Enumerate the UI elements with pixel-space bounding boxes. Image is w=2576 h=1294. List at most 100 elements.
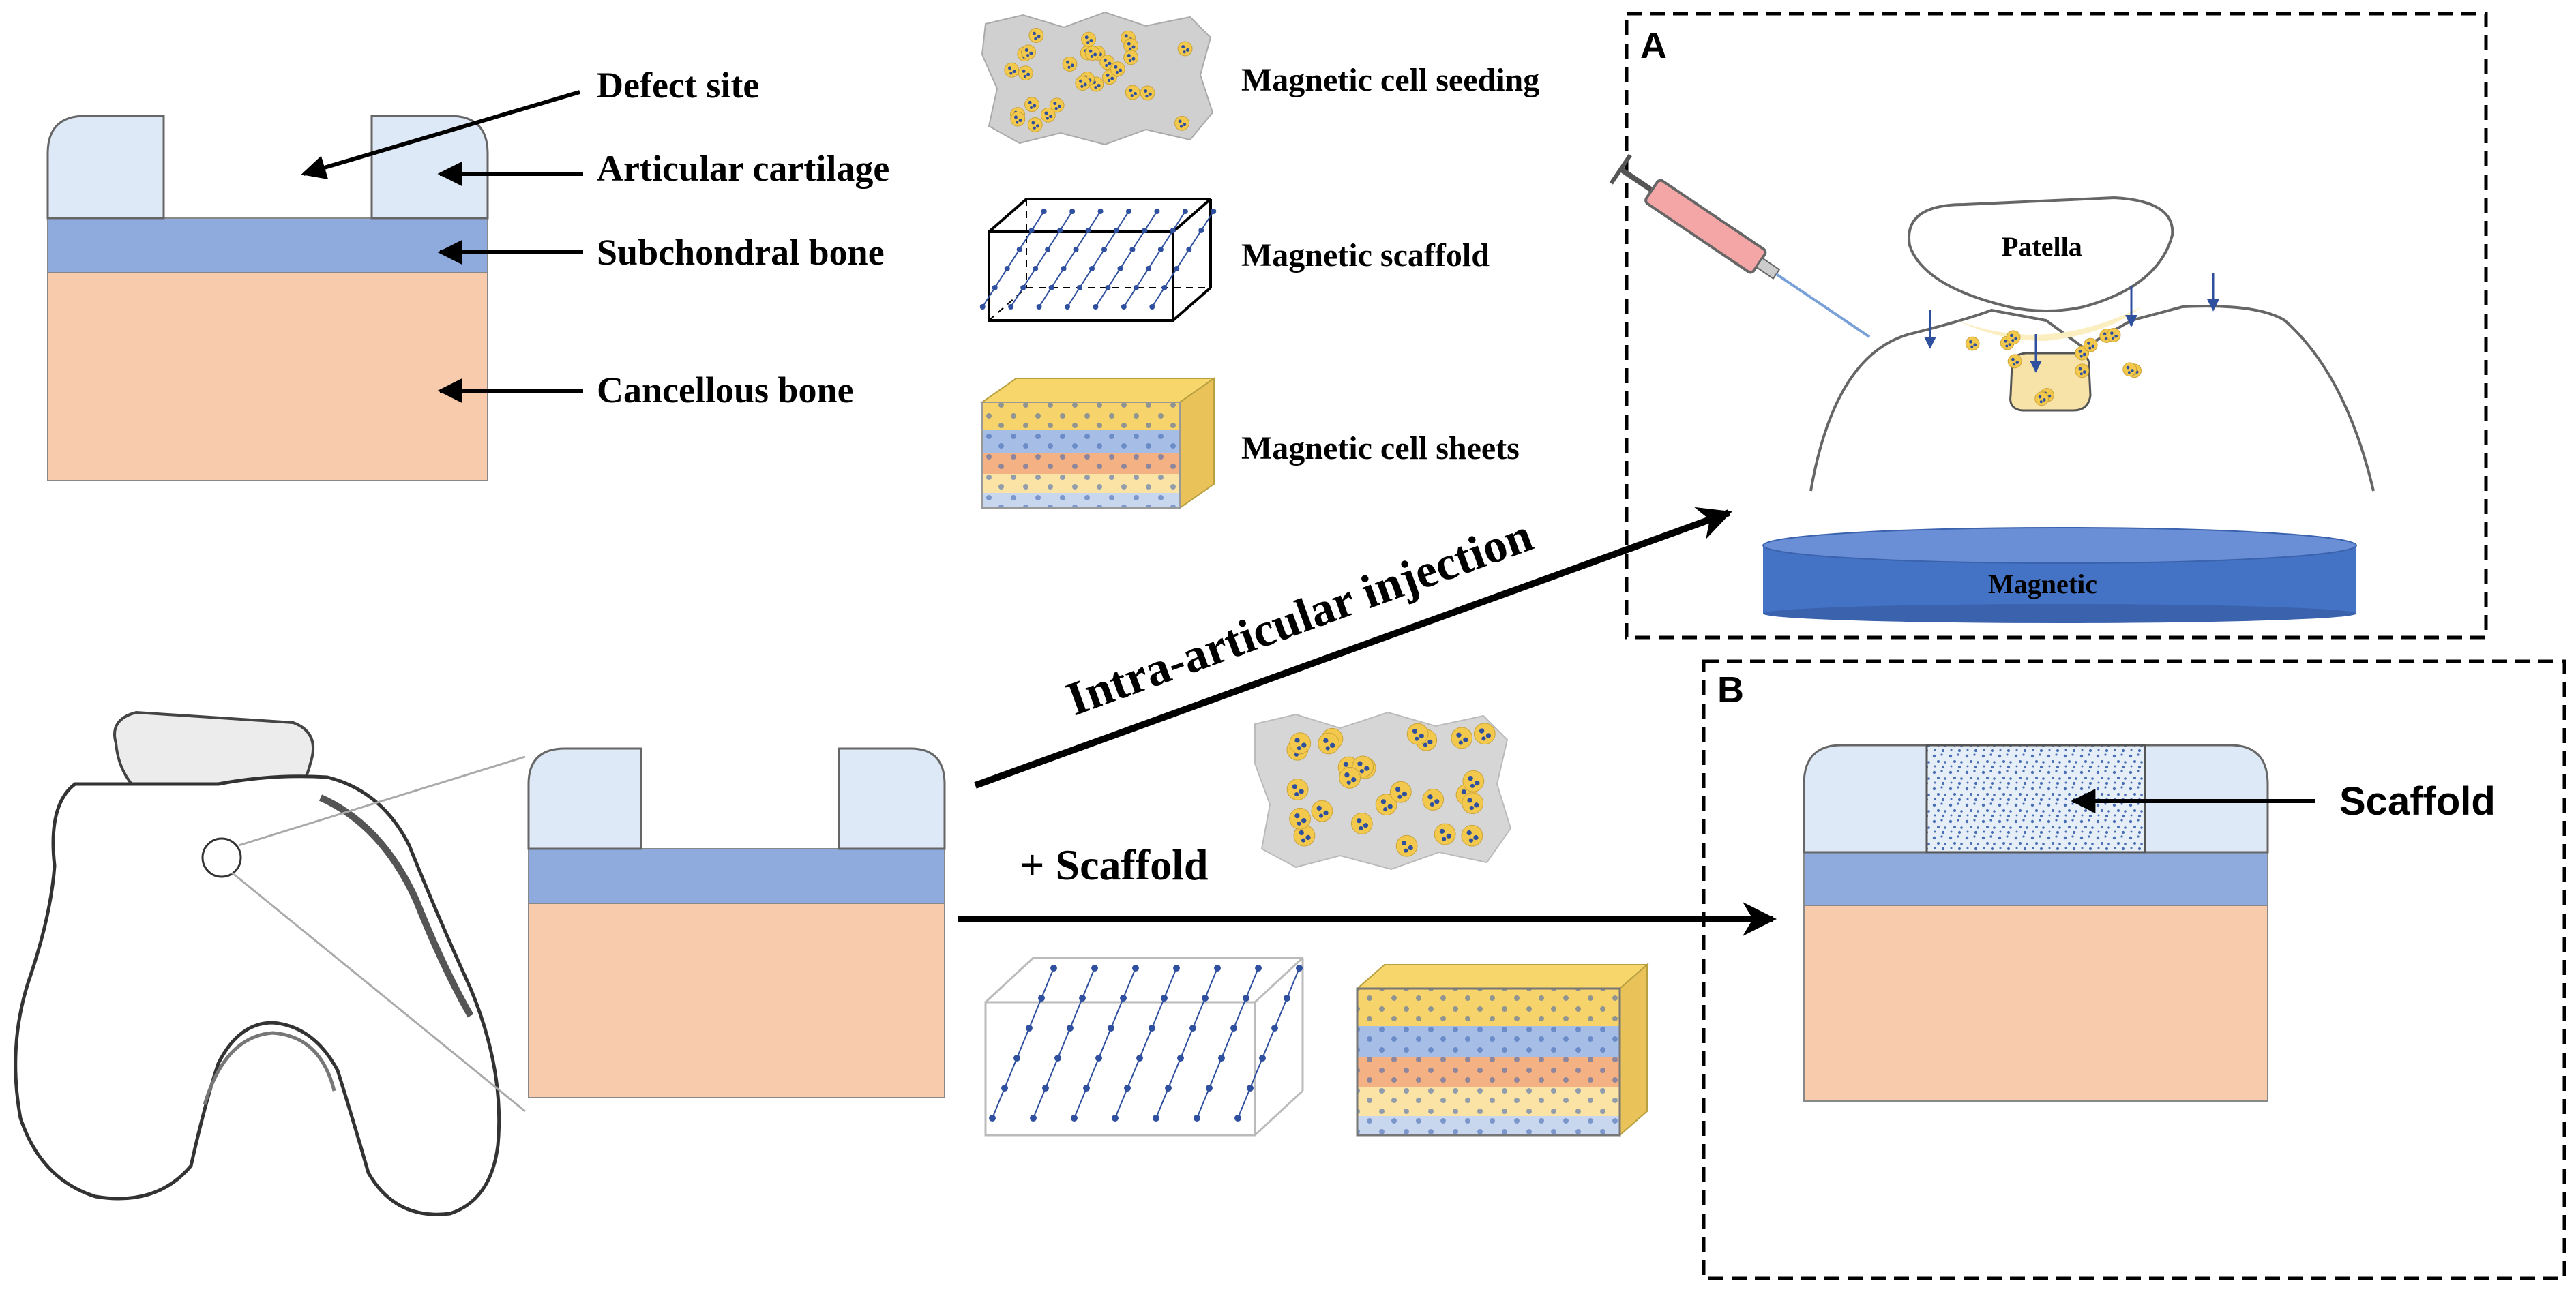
magnetic-fiber xyxy=(1149,209,1217,310)
magnetic-cell xyxy=(1049,97,1065,113)
magnetic-cell xyxy=(1406,723,1429,745)
defect-site-arrow xyxy=(301,90,580,180)
magnet-label: Magnetic xyxy=(1988,569,2097,599)
magnetic-cell xyxy=(1123,38,1139,54)
magnetic-cell xyxy=(1289,732,1312,755)
label-subchondral-bone: Subchondral bone xyxy=(597,232,885,273)
magnetic-fiber xyxy=(1071,965,1139,1122)
magnetic-cell xyxy=(1125,85,1140,100)
magnetic-cell xyxy=(1318,732,1339,755)
magnetic-cell xyxy=(1123,50,1139,65)
magnetic-cell xyxy=(1021,44,1037,60)
cross-section-middle xyxy=(527,747,946,1098)
magnetic-cell xyxy=(1286,779,1309,800)
zoom-line-bottom xyxy=(231,871,526,1113)
legend-cell-seeding: Magnetic cell seeding xyxy=(1241,62,1539,98)
magnetic-fiber xyxy=(979,209,1047,310)
magnetic-cell xyxy=(2006,330,2021,345)
legend-cell-sheets: Magnetic cell sheets xyxy=(1241,430,1520,466)
cell-seeding-image xyxy=(1254,711,1512,871)
magnetic-cell xyxy=(1177,41,1193,57)
magnetic-cell xyxy=(1395,834,1418,857)
magnetic-cell xyxy=(1010,111,1026,127)
magnetic-cell xyxy=(1422,789,1445,811)
zoom-line-top xyxy=(238,755,526,847)
magnetic-cell xyxy=(1062,57,1078,72)
scaffold-route-label: + Scaffold xyxy=(1020,841,1208,889)
magnetic-fiber xyxy=(989,965,1057,1122)
knee-drawing xyxy=(14,710,501,1216)
magnetic-cell xyxy=(1339,766,1361,789)
injection-route-label: Intra-articular injection xyxy=(1060,509,1539,726)
magnetic-cell xyxy=(2075,363,2090,378)
magnetic-fiber xyxy=(1093,209,1160,310)
scaffold-label: Scaffold xyxy=(2339,779,2496,824)
magnetic-cell xyxy=(1434,823,1456,845)
magnetic-cell xyxy=(1174,115,1189,131)
magnetic-cell xyxy=(1024,97,1039,112)
magnetic-fiber xyxy=(1234,965,1303,1122)
cancellous-bone-layer xyxy=(47,272,488,481)
cross-section-top xyxy=(46,115,489,481)
magnetic-cell xyxy=(2034,391,2049,406)
magnetic-fiber xyxy=(1121,209,1188,310)
magnetic-cell xyxy=(1473,723,1496,745)
magnet-disc xyxy=(1762,527,2357,623)
magnetic-cell xyxy=(1375,794,1397,816)
panel-a-frame xyxy=(1625,12,2488,640)
label-defect-site: Defect site xyxy=(597,65,759,106)
magnetic-cell xyxy=(1028,28,1044,43)
magnetic-cell xyxy=(1084,46,1100,61)
magnetic-fiber xyxy=(1194,965,1262,1122)
panel-b-letter: B xyxy=(1717,669,1744,710)
magnetic-cell xyxy=(1040,107,1056,123)
scaffold-box-image xyxy=(984,957,1304,1137)
cartilage-left xyxy=(46,115,165,220)
magnetic-cell xyxy=(1140,85,1155,101)
magnetic-cell xyxy=(1018,65,1033,81)
magnetic-fiber xyxy=(1030,965,1098,1122)
magnetic-cell xyxy=(1311,800,1333,822)
magnetic-cell xyxy=(1004,62,1020,78)
magnetic-cell xyxy=(1081,31,1097,47)
magnetic-fiber xyxy=(1112,965,1180,1122)
magnetic-cell xyxy=(1462,792,1484,814)
magnetic-cell xyxy=(2007,354,2022,369)
scaffold-implant xyxy=(1925,744,2146,854)
cell-seeding-icon xyxy=(981,11,1214,146)
panel-b-frame xyxy=(1702,659,2566,1280)
injection-route-arrow xyxy=(974,507,1732,789)
label-articular-cartilage: Articular cartilage xyxy=(597,148,889,189)
magnetic-cell xyxy=(1099,55,1115,70)
magnetic-fiber xyxy=(1036,209,1104,310)
repaired-cross-section xyxy=(1803,744,2269,1102)
cell-sheets-image xyxy=(1355,963,1649,1137)
cartilage-right xyxy=(370,115,489,220)
magnetic-cell xyxy=(1289,807,1312,830)
magnetic-cell xyxy=(1461,824,1483,847)
magnetic-cell xyxy=(1451,727,1473,749)
magnetic-cell xyxy=(1110,61,1125,77)
subchondral-bone-layer xyxy=(47,217,488,273)
patella xyxy=(1908,196,2174,312)
magnetic-cell xyxy=(2083,337,2098,352)
defect-location-circle xyxy=(201,837,242,878)
label-cancellous-bone: Cancellous bone xyxy=(597,370,854,410)
femur-outline xyxy=(1809,305,2375,492)
magnetic-fiber xyxy=(1065,209,1131,310)
scaffold-box-icon xyxy=(979,198,1217,322)
patella-label: Patella xyxy=(2002,231,2082,262)
magnetic-fiber xyxy=(1008,209,1076,310)
panel-a-letter: A xyxy=(1640,25,1667,66)
magnetic-cell xyxy=(1965,336,1980,351)
cell-sheets-icon xyxy=(979,377,1217,509)
magnetic-cell xyxy=(1350,813,1373,834)
magnetic-cell xyxy=(1075,76,1091,91)
legend-scaffold: Magnetic scaffold xyxy=(1241,237,1490,273)
magnetic-cell xyxy=(1462,770,1485,792)
magnetic-fiber xyxy=(1153,965,1221,1122)
magnetic-cell xyxy=(2122,362,2137,377)
magnetic-cell xyxy=(1027,117,1043,132)
